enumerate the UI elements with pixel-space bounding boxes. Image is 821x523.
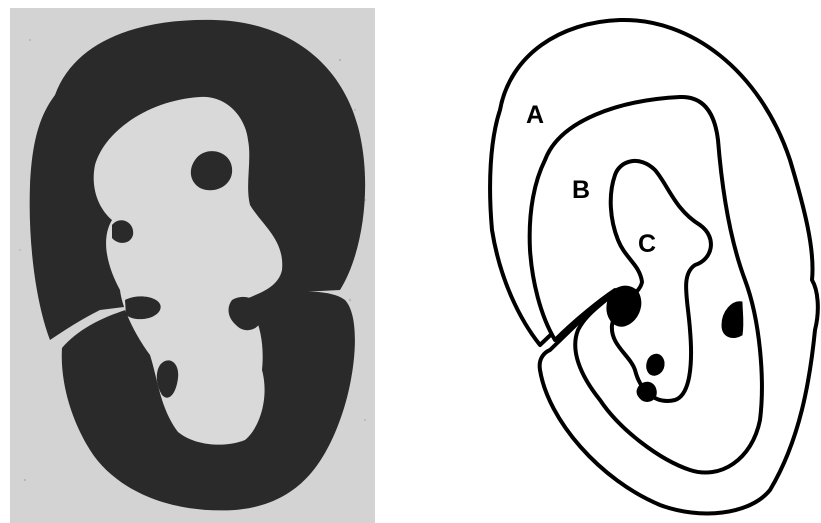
label-region-a: A (526, 101, 544, 129)
diagram-blob-lower-upper (647, 354, 664, 375)
label-region-c: C (638, 230, 656, 258)
diagram-blob-lower-bottom (637, 382, 656, 401)
label-region-b: B (572, 176, 590, 204)
kidney-photo (10, 8, 375, 523)
kidney-diagram (490, 20, 818, 513)
